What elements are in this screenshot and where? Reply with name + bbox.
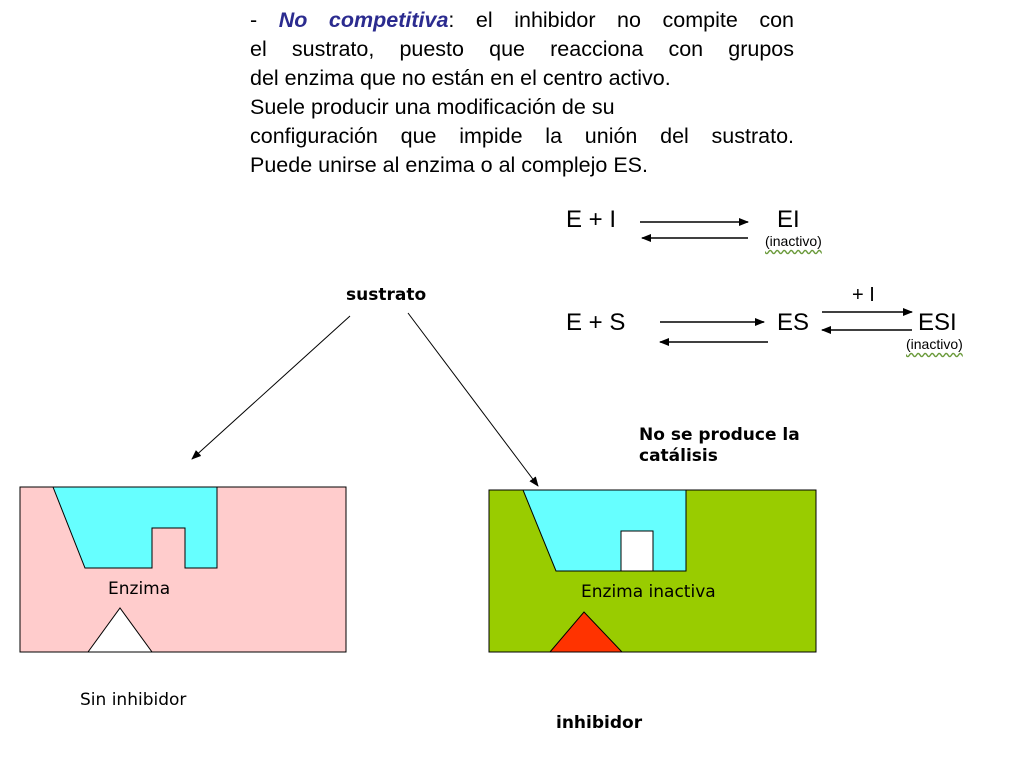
eq2-intermediate: ES (777, 309, 810, 336)
eq2-over-arrow-text: + I (852, 284, 875, 306)
inhibitor-shape (548, 611, 624, 653)
paragraph-line-2: el sustrato, puesto que reacciona con gr… (250, 37, 794, 61)
eq1-product: EI (777, 206, 800, 233)
without-inhibitor-label: Sin inhibidor (80, 690, 187, 710)
paragraph-line-3: del enzima que no están en el centro act… (250, 66, 671, 90)
substrate-arrow-right (407, 312, 539, 487)
eq1-reactants: E + I (566, 206, 617, 233)
paragraph-line-6: Puede unirse al enzima o al complejo ES. (250, 153, 648, 177)
catalysis-note-line-1: No se produce la (639, 425, 800, 445)
enzyme-label: Enzima (108, 579, 171, 599)
catalysis-note-line-2: catálisis (639, 446, 718, 466)
eq2-product: ESI (918, 309, 957, 336)
enzyme-binding-notch (87, 607, 153, 653)
paragraph-line-5: configuración que impide la unión del su… (250, 124, 794, 148)
eq2-note: (inactivo) (906, 336, 963, 352)
paragraph-line-1-text: : el inhibidor no compite con (448, 8, 794, 32)
eq2-reactants: E + S (566, 309, 626, 336)
paragraph-line-4: Suele producir una modificación de su (250, 95, 615, 119)
eq1-note: (inactivo) (765, 233, 822, 249)
paragraph-line-1: - No competitiva: el inhibidor no compit… (250, 6, 794, 35)
active-site (52, 486, 218, 569)
inhibitor-label: inhibidor (556, 713, 643, 733)
description-paragraph: - No competitiva: el inhibidor no compit… (250, 6, 794, 180)
blocked-site (620, 530, 654, 572)
catalysis-note: No se produce la catálisis (639, 425, 800, 467)
inactive-enzyme-label: Enzima inactiva (581, 582, 716, 602)
substrate-label: sustrato (346, 285, 427, 305)
paragraph-dash: - (250, 8, 279, 32)
paragraph-term: No competitiva (278, 8, 449, 32)
substrate-arrow-left (191, 315, 351, 460)
